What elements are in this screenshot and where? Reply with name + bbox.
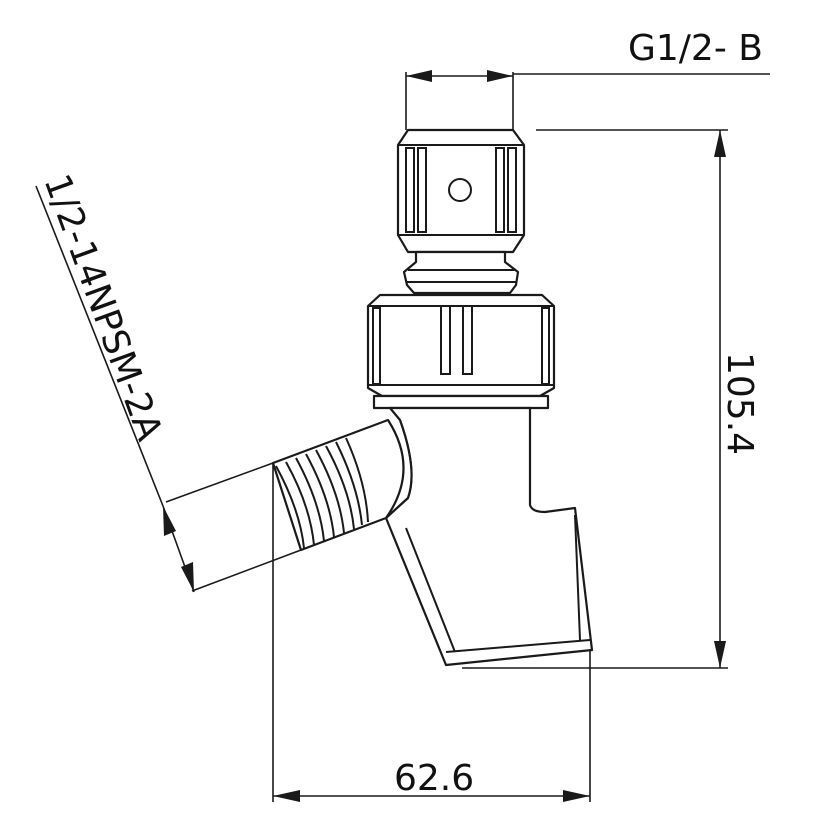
side-thread-label: 1/2-14NPSM-2A xyxy=(36,169,170,446)
width-label: 62.6 xyxy=(394,758,474,799)
height-label: 105.4 xyxy=(719,352,760,455)
dimension-top-thread: G1/2- B xyxy=(405,28,770,130)
dimension-height: 105.4 xyxy=(462,129,760,669)
top-thread-label: G1/2- B xyxy=(628,28,763,69)
threaded-outlet xyxy=(271,418,405,552)
valve-body xyxy=(271,128,594,667)
neck xyxy=(402,250,520,295)
elbow-body xyxy=(384,406,594,667)
dimension-width: 62.6 xyxy=(272,463,591,802)
union-nut xyxy=(366,293,556,410)
dimension-side-thread: 1/2-14NPSM-2A xyxy=(35,169,302,593)
vent-hole xyxy=(448,178,472,202)
top-knurled-cap xyxy=(396,128,526,254)
